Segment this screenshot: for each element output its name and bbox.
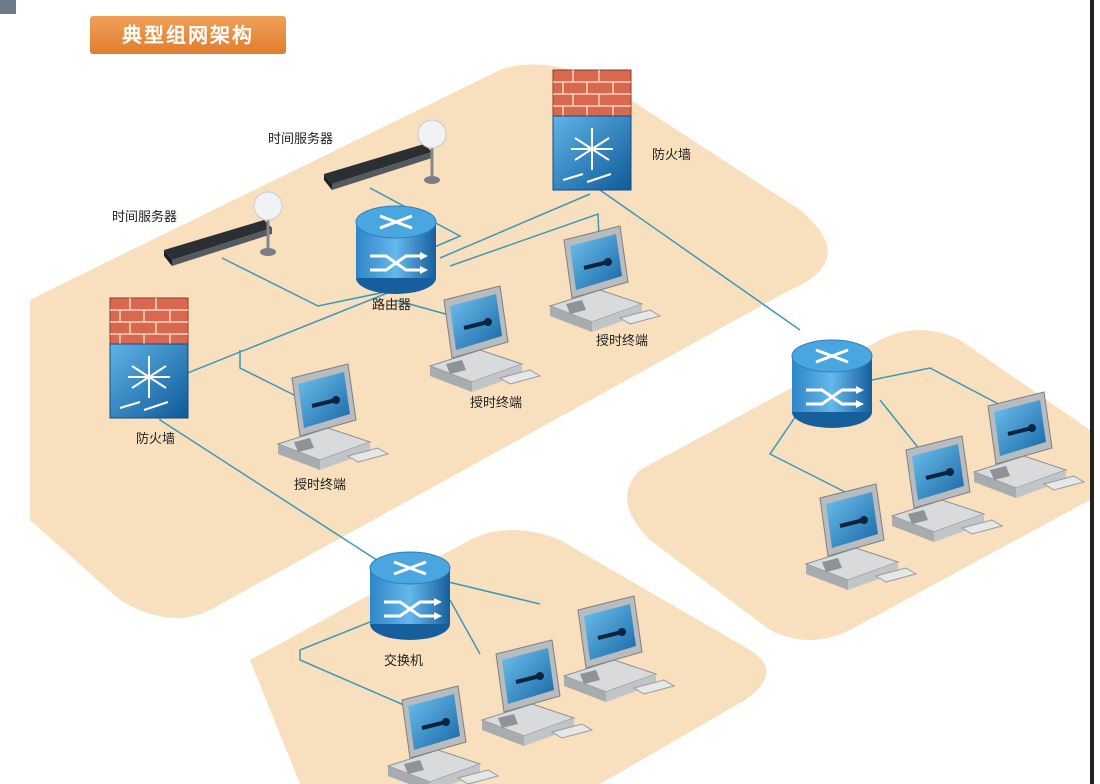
right-edge-border [1090,0,1094,784]
firewall-top [552,69,632,191]
router-main [354,204,438,296]
router-right [790,338,874,430]
label-time-server-left: 时间服务器 [112,210,178,225]
label-terminal-c: 授时终端 [294,478,347,493]
label-firewall-top: 防火墙 [652,148,692,163]
label-firewall-left: 防火墙 [136,432,176,447]
page-title: 典型组网架构 [90,16,286,54]
firewall-left [109,297,189,419]
zone-right [627,330,1090,640]
label-switch: 交换机 [384,654,424,669]
label-router: 路由器 [372,298,412,313]
label-time-server-top: 时间服务器 [268,132,334,147]
switch-bottom [368,550,452,642]
zone-main [30,64,828,618]
label-terminal-a: 授时终端 [596,334,649,349]
label-terminal-b: 授时终端 [470,396,523,411]
corner-mark [0,0,16,14]
